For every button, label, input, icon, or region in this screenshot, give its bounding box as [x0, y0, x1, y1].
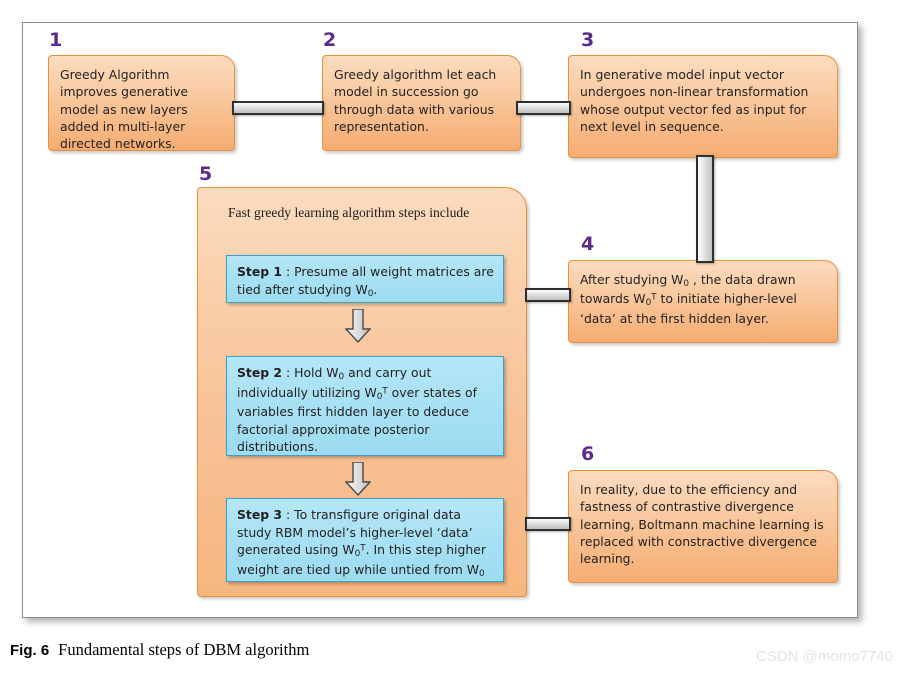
node-box-3: In generative model input vector undergo…: [568, 55, 838, 158]
step-box-2: Step 2 : Hold W0 and carry out individua…: [226, 356, 504, 456]
step-box-1: Step 1 : Presume all weight matrices are…: [226, 255, 504, 303]
step-2-separator: :: [282, 365, 295, 380]
node-box-5-heading: Fast greedy learning algorithm steps inc…: [228, 205, 470, 220]
node-box-4: After studying W0 , the data drawn towar…: [568, 260, 838, 343]
connector-2-to-3: [516, 101, 571, 115]
step-1-separator: :: [282, 264, 295, 279]
step-3-separator: :: [282, 507, 295, 522]
node-number-5: 5: [199, 163, 213, 185]
node-text-2: Greedy algorithm let each model in succe…: [334, 67, 497, 135]
node-number-6: 6: [581, 443, 595, 465]
figure-caption: Fig. 6 Fundamental steps of DBM algorithm: [10, 640, 309, 660]
connector-1-to-2: [232, 101, 324, 115]
node-number-1: 1: [49, 29, 63, 51]
node-number-2: 2: [323, 29, 337, 51]
caption-text: Fundamental steps of DBM algorithm: [58, 640, 310, 659]
step-1-body: Presume all weight matrices are tied aft…: [237, 264, 494, 299]
step-box-3: Step 3 : To transfigure original data st…: [226, 498, 504, 582]
node-text-3: In generative model input vector undergo…: [580, 67, 809, 135]
node-box-2: Greedy algorithm let each model in succe…: [322, 55, 521, 151]
node-text-4: After studying W0 , the data drawn towar…: [580, 272, 797, 326]
connector-3-to-4: [696, 155, 714, 263]
node-number-4: 4: [581, 233, 595, 255]
figure-frame: 1 Greedy Algorithm improves generative m…: [22, 22, 858, 618]
step-3-label: Step 3: [237, 507, 283, 522]
node-number-3: 3: [581, 29, 595, 51]
watermark: CSDN @momo7740: [756, 648, 893, 665]
connector-5-to-4: [525, 288, 571, 302]
connector-5-to-6: [525, 517, 571, 531]
caption-figure-label: Fig. 6: [10, 642, 50, 659]
step-1-label: Step 1: [237, 264, 283, 279]
node-box-5-container: Fast greedy learning algorithm steps inc…: [197, 187, 527, 597]
node-text-6: In reality, due to the efficiency and fa…: [580, 482, 824, 567]
node-box-1: Greedy Algorithm improves generative mod…: [48, 55, 235, 151]
node-box-6: In reality, due to the efficiency and fa…: [568, 470, 838, 583]
arrow-step1-to-step2-icon: [344, 308, 372, 344]
step-2-label: Step 2: [237, 365, 283, 380]
node-text-1: Greedy Algorithm improves generative mod…: [60, 67, 189, 152]
arrow-step2-to-step3-icon: [344, 461, 372, 497]
step-2-body: Hold W0 and carry out individually utili…: [237, 365, 477, 455]
step-3-body: To transfigure original data study RBM m…: [237, 507, 486, 579]
